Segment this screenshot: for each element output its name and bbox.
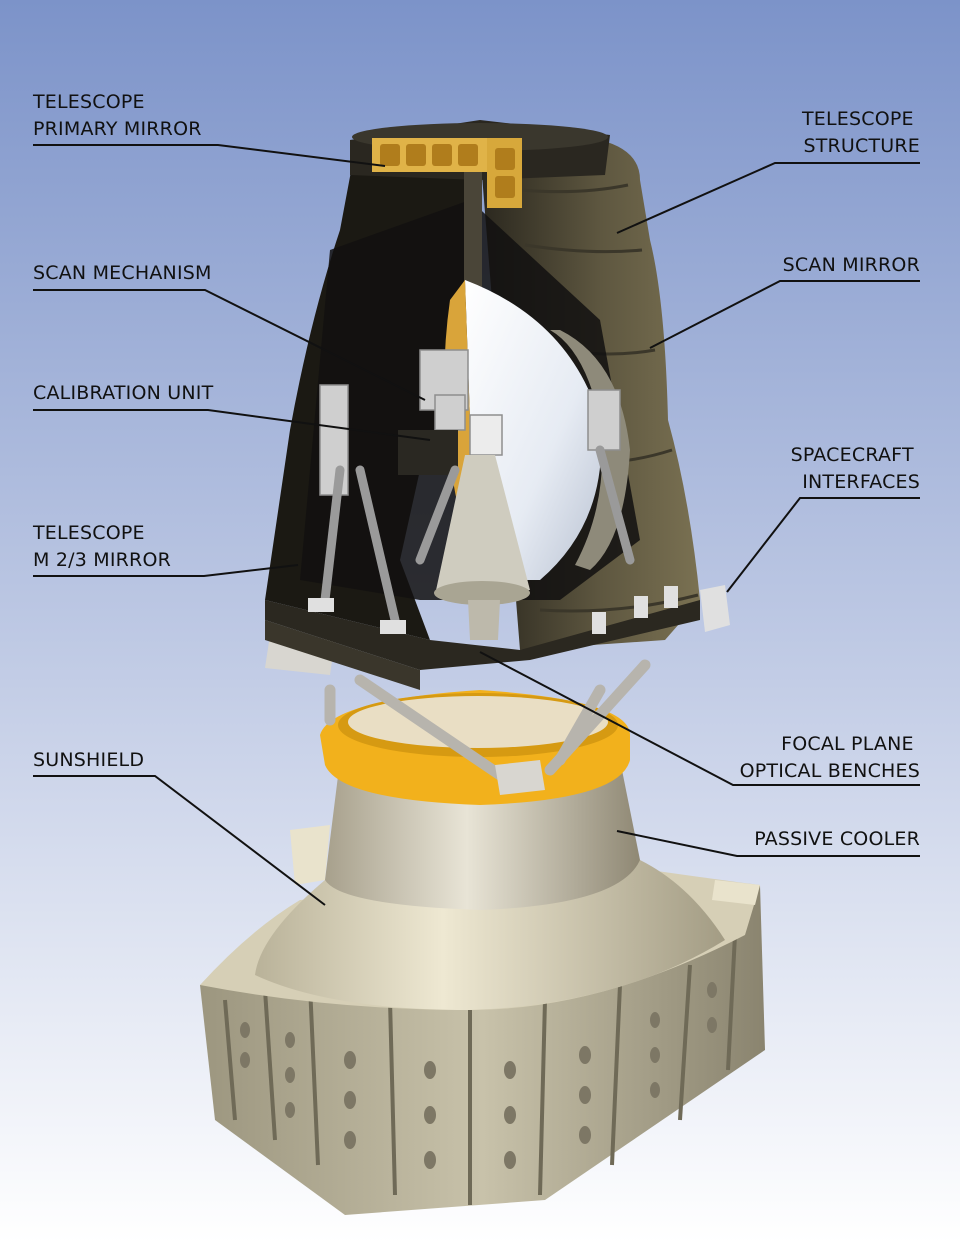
leader-passive-cooler [616, 830, 920, 857]
m23-mirror-cone [434, 455, 530, 640]
label-scan-mirror: SCAN MIRROR [783, 254, 920, 276]
sunshield-assembly [200, 825, 765, 1215]
label-passive-cooler: PASSIVE COOLER [754, 828, 920, 850]
support-struts [324, 659, 651, 781]
leader-scan-mechanism [33, 289, 426, 401]
primary-mirror-segments [372, 138, 522, 302]
label-telescope-m23-mirror: TELESCOPE M 2/3 MIRROR [32, 522, 171, 571]
leader-spacecraft-interfaces [726, 497, 920, 593]
leader-calibration-unit [33, 409, 431, 441]
label-scan-mechanism: SCAN MECHANISM [33, 262, 212, 284]
label-telescope-structure: TELESCOPE STRUCTURE [801, 108, 920, 157]
leader-telescope-structure [616, 162, 920, 234]
label-telescope-primary-mirror: TELESCOPE PRIMARY MIRROR [32, 91, 202, 140]
labels: TELESCOPE PRIMARY MIRROR SCAN MECHANISM … [32, 91, 920, 850]
label-sunshield: SUNSHIELD [33, 749, 144, 771]
label-focal-plane-optical-benches: FOCAL PLANE OPTICAL BENCHES [740, 733, 920, 782]
leader-telescope-m23-mirror [33, 564, 299, 577]
label-calibration-unit: CALIBRATION UNIT [33, 382, 214, 404]
leader-telescope-primary-mirror [33, 144, 386, 167]
leader-sunshield [33, 775, 326, 906]
leader-scan-mirror [649, 280, 920, 349]
leader-lines [33, 144, 920, 906]
label-spacecraft-interfaces: SPACECRAFT INTERFACES [791, 444, 920, 493]
leader-focal-plane-optical-benches [479, 651, 920, 786]
